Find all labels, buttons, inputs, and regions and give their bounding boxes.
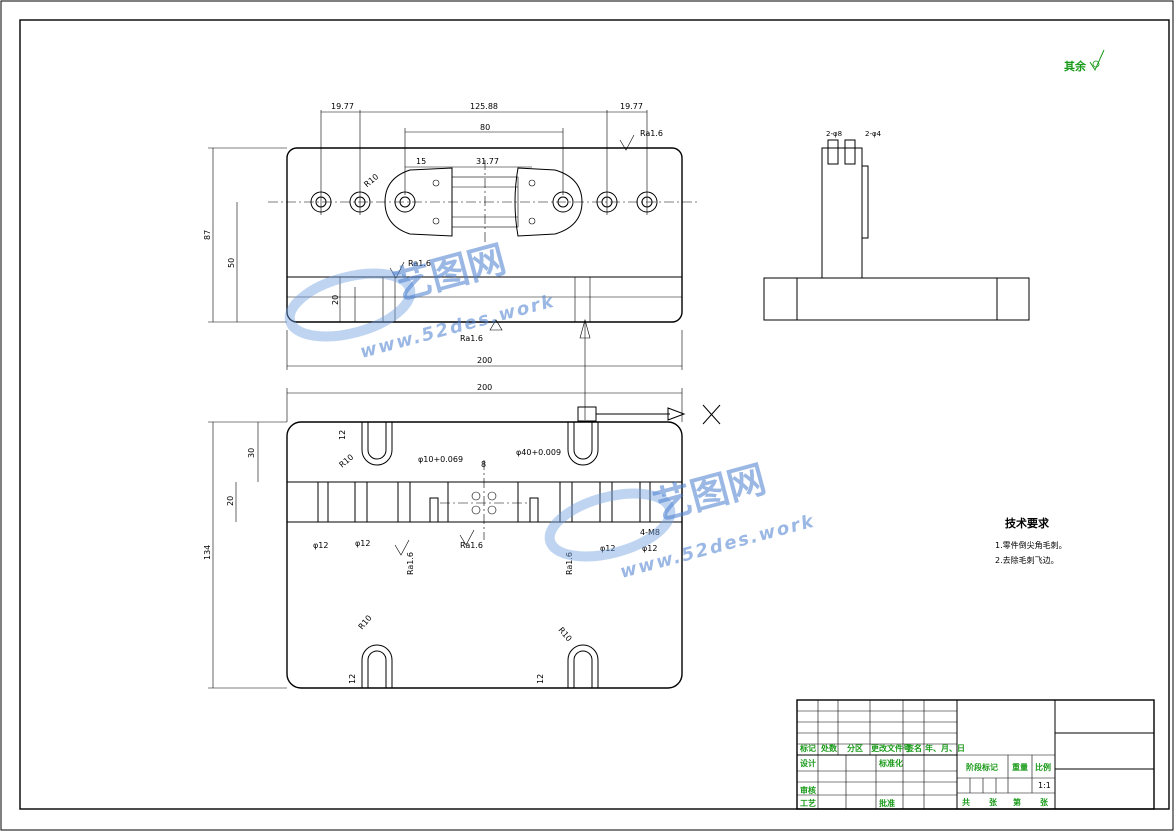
tb-col-5: 签名 (905, 743, 922, 753)
watermark-1-url: www.52des.work (358, 290, 558, 362)
front-dim-6: φ40+0.009 (516, 448, 561, 457)
front-dim-4: R10 (338, 453, 356, 470)
tech-requirements: 技术要求 1.零件倒尖角毛刺。 2.去除毛刺飞边。 (995, 516, 1067, 565)
tb-approve: 批准 (879, 798, 895, 808)
front-dim-3: 30 (247, 448, 256, 458)
title-block: 标记 处数 分区 更改文件号 签名 年、月、日 设计 标准化 审核 工艺 批准 … (796, 699, 1155, 810)
top-dim-7: R10 (362, 172, 380, 189)
top-ra-1: Ra1.6 (640, 129, 663, 138)
top-view: 19.77 125.88 19.77 80 15 31.77 R10 87 50… (203, 102, 700, 420)
watermark-1: 艺图网 www.52des.work (284, 237, 558, 363)
tb-col-4: 更改文件号 (871, 743, 911, 753)
sheet-inner-border (19, 19, 1170, 810)
front-dim-13: φ12 (642, 544, 657, 553)
tb-col-3: 分区 (847, 743, 863, 753)
watermark-1-brand: 艺图网 (389, 237, 511, 309)
top-dim-4: 80 (480, 123, 490, 132)
front-dim-11: φ12 (355, 539, 370, 548)
front-dim-2: 12 (338, 430, 347, 440)
tb-standardize: 标准化 (878, 758, 903, 768)
top-dim-8: 87 (203, 230, 212, 240)
front-ra-2: Ra1.6 (460, 541, 483, 550)
top-dim-6: 31.77 (476, 157, 499, 166)
front-ra-1: Ra1.6 (406, 552, 415, 575)
side-view: 2-φ8 2-φ4 (763, 130, 1030, 321)
top-dim-2: 125.88 (470, 102, 498, 111)
tb-sheet-unit-1: 张 (989, 798, 998, 807)
front-dim-10: φ12 (313, 541, 328, 550)
tb-sheet-total: 共 (962, 797, 970, 807)
side-dim-2: 2-φ4 (865, 130, 882, 138)
watermark-2: 艺图网 www.52des.work (544, 457, 818, 583)
top-ra-3: Ra1.6 (460, 334, 483, 343)
front-dim-8: 20 (226, 496, 235, 506)
front-dim-1: 200 (477, 383, 492, 392)
tb-scale-label: 比例 (1035, 762, 1051, 772)
tech-requirements-title: 技术要求 (1005, 516, 1050, 530)
side-dim-1: 2-φ8 (826, 130, 842, 138)
front-dim-12: φ12 (600, 544, 615, 553)
roughness-note: 其余 (1064, 49, 1105, 73)
top-dim-10: 20 (331, 295, 340, 305)
tb-col-2: 处数 (820, 743, 838, 753)
front-dim-15: R10 (357, 613, 374, 631)
top-dim-11: 200 (477, 356, 492, 365)
tb-review: 审核 (800, 785, 816, 795)
tb-sheet-unit-2: 张 (1040, 798, 1049, 807)
front-dim-16: R10 (556, 626, 573, 644)
tb-process: 工艺 (800, 798, 816, 808)
top-ra-2: Ra1.6 (408, 259, 431, 268)
top-dim-5: 15 (416, 157, 426, 166)
tb-col-6: 年、月、日 (925, 743, 965, 753)
top-dim-9: 50 (227, 258, 236, 268)
watermark-2-brand: 艺图网 (649, 457, 771, 529)
tb-design: 设计 (800, 758, 816, 768)
tb-stage-mark: 阶段标记 (966, 762, 998, 772)
tb-sheet-no: 第 (1013, 797, 1021, 807)
roughness-note-text: 其余 (1064, 59, 1087, 73)
front-view: 200 12 30 R10 φ10+0.069 φ40+0.009 8 20 1… (203, 383, 721, 689)
front-dim-5: φ10+0.069 (418, 455, 463, 464)
tech-requirement-1: 1.零件倒尖角毛刺。 (995, 540, 1067, 550)
front-dim-7: 8 (481, 460, 486, 469)
front-dim-9: 134 (203, 545, 212, 560)
tech-requirement-2: 2.去除毛刺飞边。 (995, 555, 1059, 565)
front-dim-17: 12 (348, 674, 357, 684)
tb-weight: 重量 (1012, 762, 1028, 772)
front-ra-3: Ra1.6 (565, 552, 574, 575)
top-dim-3: 19.77 (620, 102, 643, 111)
top-dim-1: 19.77 (331, 102, 354, 111)
front-dim-14: 4-M8 (640, 528, 660, 537)
front-dim-18: 12 (536, 674, 545, 684)
tb-col-1: 标记 (799, 743, 816, 753)
tb-scale: 1:1 (1038, 781, 1051, 790)
